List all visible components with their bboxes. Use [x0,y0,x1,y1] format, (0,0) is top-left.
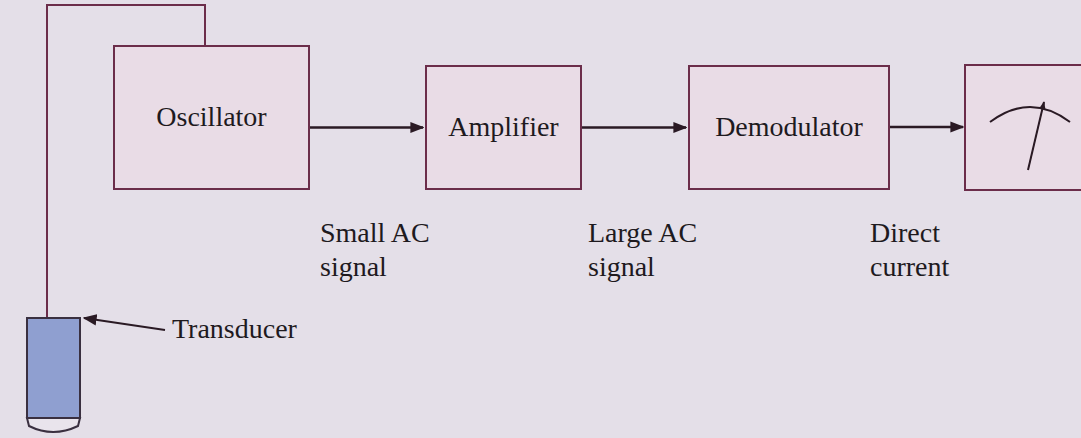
signal-arrow [582,126,686,129]
signal-label: Direct current [870,216,980,283]
box-label: Demodulator [707,111,871,143]
transducer-tip [27,418,80,432]
leader-line [84,318,165,330]
box-label: Amplifier [440,111,566,143]
meter-box [965,65,1081,190]
process-box: Demodulator [688,65,890,190]
meter-scale [990,107,1070,122]
meter-needle [1028,102,1044,170]
signal-label: Large AC signal [588,216,713,283]
signal-label: Small AC signal [320,216,445,283]
signal-arrow [310,126,423,129]
part-label: Transducer [172,312,297,346]
process-box: Amplifier [425,65,582,190]
process-box: Oscillator [113,45,310,190]
signal-arrow [890,126,963,129]
transducer-body [27,318,80,418]
box-label: Oscillator [148,101,274,133]
